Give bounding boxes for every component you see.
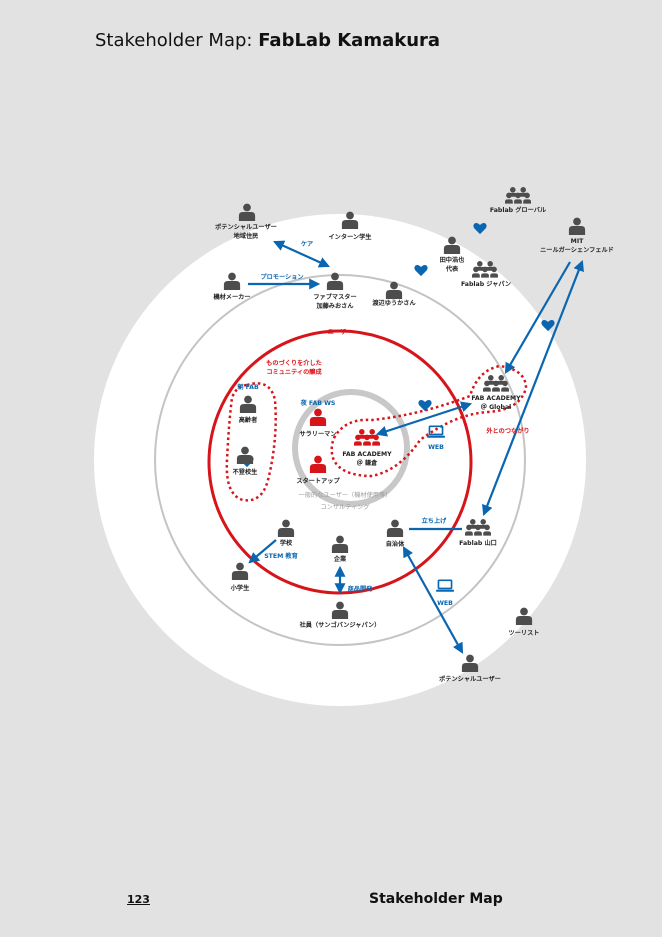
heart-icon bbox=[473, 222, 487, 235]
label-school: 学校 bbox=[280, 539, 293, 547]
web-user-arrow bbox=[402, 546, 464, 654]
label-employee: 社員（サンゴバンジャパン） bbox=[299, 621, 381, 629]
person-icon-potential-local bbox=[238, 203, 256, 221]
label-fab-master-1: ファブマスター bbox=[313, 293, 356, 301]
stem-arrow bbox=[248, 539, 277, 564]
person-icon-mit bbox=[568, 217, 586, 235]
care-arrow bbox=[272, 240, 331, 268]
label-elementary: 小学生 bbox=[230, 584, 250, 592]
label-fablab-yamaguchi: Fablab 山口 bbox=[459, 539, 497, 547]
relation-care-label: ケア bbox=[301, 240, 313, 248]
zone-user-label: ユーザー bbox=[328, 329, 353, 336]
label-company: 企業 bbox=[333, 555, 347, 563]
global-academy-arrow bbox=[375, 401, 473, 437]
zone-outside-links-label: 外とのつながり bbox=[486, 427, 529, 435]
label-intern: インターン学生 bbox=[328, 233, 372, 241]
label-fab-academy-kamakura-1: FAB ACADEMY bbox=[342, 451, 392, 458]
group-icon-fablab-global bbox=[505, 187, 531, 204]
relation-launch-label: 立ち上げ bbox=[422, 517, 448, 525]
zone-weekend-fab-label: 朝 FAB bbox=[237, 383, 259, 391]
label-elderly: 高齢者 bbox=[239, 416, 258, 424]
label-local-gov: 自治体 bbox=[386, 540, 405, 548]
label-equipment-maker: 機材メーカー bbox=[213, 293, 250, 301]
label-truant: 不登校生 bbox=[233, 468, 259, 476]
label-fab-academy-global-2: ＠ Global bbox=[481, 403, 512, 411]
label-mit-2: ニールガーシェンフェルド bbox=[540, 246, 614, 254]
label-fab-academy-kamakura-2: ＠ 鎌倉 bbox=[357, 459, 379, 467]
inner-ring bbox=[292, 389, 410, 507]
label-fab-academy-global-1: FAB ACADEMY bbox=[471, 395, 521, 402]
page-title-bold: FabLab Kamakura bbox=[258, 30, 441, 51]
zone-night-fab-label: 夜 FAB WS bbox=[300, 399, 336, 407]
label-tanaka-1: 田中浩也 bbox=[440, 256, 466, 264]
label-salaryman: サラリーマン bbox=[299, 431, 336, 438]
relation-promotion-label: プロモーション bbox=[260, 273, 303, 281]
label-fablab-global: Fablab グローバル bbox=[490, 206, 547, 214]
mit-yamaguchi-arrow bbox=[482, 259, 584, 517]
footer-title: Stakeholder Map bbox=[369, 891, 503, 907]
label-fablab-japan: Fablab ジャパン bbox=[461, 280, 511, 288]
zone-consulting-label: コンサルティング bbox=[320, 503, 369, 511]
label-fab-master-2: 加藤みおさん bbox=[315, 302, 354, 310]
page-number: 123 bbox=[127, 893, 150, 906]
page-title: Stakeholder Map: FabLab Kamakura bbox=[95, 30, 441, 51]
label-potential-user: ポテンシャルユーザー bbox=[439, 675, 501, 683]
label-tourist: ツーリスト bbox=[509, 630, 540, 637]
relation-stem-label: STEM 教育 bbox=[264, 552, 298, 560]
zone-community-label-2: コミュニティの醸成 bbox=[266, 368, 322, 376]
relation-web-label: WEB bbox=[428, 444, 444, 451]
relation-web-label-2: WEB bbox=[437, 600, 453, 607]
label-mit-1: MIT bbox=[571, 238, 584, 245]
label-startup: スタートアップ bbox=[296, 477, 340, 485]
label-watanabe: 渡辺ゆうかさん bbox=[372, 299, 416, 307]
relation-product-dev-label: 商品開発 bbox=[348, 585, 374, 593]
label-potential-local-2: 地域住民 bbox=[234, 232, 259, 240]
zone-general-users-label: 一般的なユーザー（機材使用等） bbox=[299, 491, 392, 499]
label-tanaka-2: 代表 bbox=[445, 265, 459, 273]
label-potential-local-1: ポテンシャルユーザー bbox=[215, 223, 277, 231]
zone-community-label-1: ものづくりを介した bbox=[266, 359, 322, 367]
